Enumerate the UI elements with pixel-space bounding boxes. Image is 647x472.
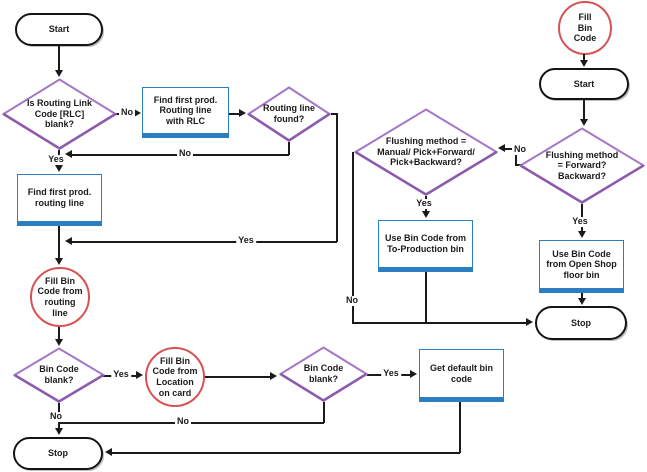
connector-line <box>58 226 60 259</box>
arrowhead-right <box>136 371 143 379</box>
process-label: Find first prod. routing line <box>27 187 92 208</box>
diamond-shape <box>279 346 368 402</box>
arrowhead-right <box>270 372 277 380</box>
connector-fill-bin-code: Fill Bin Code <box>558 1 612 55</box>
decision-label: Flushing method = Manual/ Pick+Forward/ … <box>377 136 475 168</box>
arrowhead-left <box>65 237 72 245</box>
connector-line <box>288 142 290 155</box>
connector-line <box>352 322 527 324</box>
decision-label: Routing line found? <box>263 103 315 124</box>
arrowhead-down <box>580 60 588 67</box>
decision-bin-blank-1: Bin Code blank? <box>13 347 105 403</box>
connector-line <box>515 148 517 165</box>
connector-line <box>205 376 271 378</box>
process-label: Use Bin Code from Open Shop floor bin <box>546 248 617 280</box>
connector-line <box>323 402 325 423</box>
decision-label: Bin Code blank? <box>303 363 344 384</box>
connector-line <box>229 113 240 115</box>
connector-line <box>331 113 337 115</box>
edge-label-no: No <box>175 416 191 427</box>
arrowhead-down <box>580 119 588 126</box>
decision-label: Bin Code blank? <box>39 364 79 385</box>
arrowhead-right <box>134 109 141 117</box>
diamond-shape <box>2 78 117 150</box>
decision-rlc-blank: Is Routing Link Code [RLC] blank? <box>2 78 117 150</box>
arrowhead-down <box>55 428 63 435</box>
process-find-first: Find first prod. routing line <box>17 174 102 226</box>
edge-label-no: No <box>512 144 528 155</box>
connector-line <box>505 148 516 150</box>
connector-fill-from-location: Fill Bin Code from Location on card <box>145 347 205 407</box>
decision-label: Flushing method = Forward? Backward? <box>545 149 619 181</box>
stop-label: Stop <box>571 317 591 328</box>
stop-label: Stop <box>48 448 68 459</box>
diamond-shape <box>247 86 331 142</box>
edge-label-yes: Yes <box>570 216 590 227</box>
start-label: Start <box>573 78 595 89</box>
edge-label-no: No <box>344 295 360 306</box>
connector-line <box>336 113 338 242</box>
connector-label: Fill Bin Code from Location on card <box>152 355 198 398</box>
arrowhead-down <box>55 70 63 77</box>
process-get-default-bin: Get default bin code <box>419 349 504 402</box>
connector-line <box>583 54 585 61</box>
connector-label: Fill Bin Code from routing line <box>37 275 83 318</box>
diamond-shape <box>519 127 645 204</box>
process-use-open-shop-bin: Use Bin Code from Open Shop floor bin <box>539 240 624 293</box>
decision-bin-blank-2: Bin Code blank? <box>279 346 368 402</box>
arrowhead-left <box>498 144 505 152</box>
decision-flushing-forward-backward: Flushing method = Forward? Backward? <box>519 127 645 204</box>
edge-label-no: No <box>48 411 64 422</box>
arrowhead-right <box>239 109 246 117</box>
stop-node-right: Stop <box>535 306 627 340</box>
connector-line <box>72 241 337 243</box>
process-label: Find first prod. Routing line with RLC <box>153 94 218 126</box>
connector-line <box>58 327 60 340</box>
stop-node-left: Stop <box>13 437 103 470</box>
arrowhead-down <box>422 211 430 218</box>
connector-line <box>425 272 427 323</box>
process-label: Get default bin code <box>430 362 493 384</box>
edge-label-yes: Yes <box>414 198 434 209</box>
edge-label-yes: Yes <box>236 235 256 246</box>
decision-routing-found: Routing line found? <box>247 86 331 142</box>
arrowhead-down <box>55 339 63 346</box>
edge-label-yes: Yes <box>381 368 401 379</box>
edge-label-no: No <box>119 107 135 118</box>
edge-label-yes: Yes <box>46 154 66 165</box>
connector-fill-from-routing: Fill Bin Code from routing line <box>30 267 90 327</box>
connector-line <box>58 422 324 424</box>
connector-line <box>112 452 460 454</box>
decision-flushing-manual: Flushing method = Manual/ Pick+Forward/ … <box>354 108 498 196</box>
process-find-with-rlc: Find first prod. Routing line with RLC <box>142 87 229 138</box>
connector-label: Fill Bin Code <box>573 12 597 44</box>
connector-line <box>459 402 461 453</box>
process-label: Use Bin Code from To-Production bin <box>384 233 466 254</box>
arrowhead-right <box>526 318 533 326</box>
diamond-shape <box>13 347 105 403</box>
connector-line <box>583 100 585 119</box>
arrowhead-right <box>410 370 417 378</box>
arrowhead-left <box>65 150 72 158</box>
connector-line <box>58 46 60 71</box>
start-node-left: Start <box>15 13 103 46</box>
arrowhead-down <box>578 298 586 305</box>
start-node-right: Start <box>539 68 629 100</box>
connector-line <box>515 164 522 166</box>
edge-label-no: No <box>177 148 193 159</box>
decision-label: Is Routing Link Code [RLC] blank? <box>27 98 92 130</box>
process-use-to-production-bin: Use Bin Code from To-Production bin <box>378 220 473 272</box>
connector-line <box>352 152 354 323</box>
connector-line <box>581 293 583 299</box>
arrowhead-down <box>55 165 63 172</box>
edge-label-yes: Yes <box>111 369 131 380</box>
arrowhead-left <box>105 448 112 456</box>
arrowhead-down <box>55 258 63 265</box>
diamond-shape <box>354 108 498 196</box>
start-label: Start <box>48 24 70 35</box>
arrowhead-down <box>578 231 586 238</box>
